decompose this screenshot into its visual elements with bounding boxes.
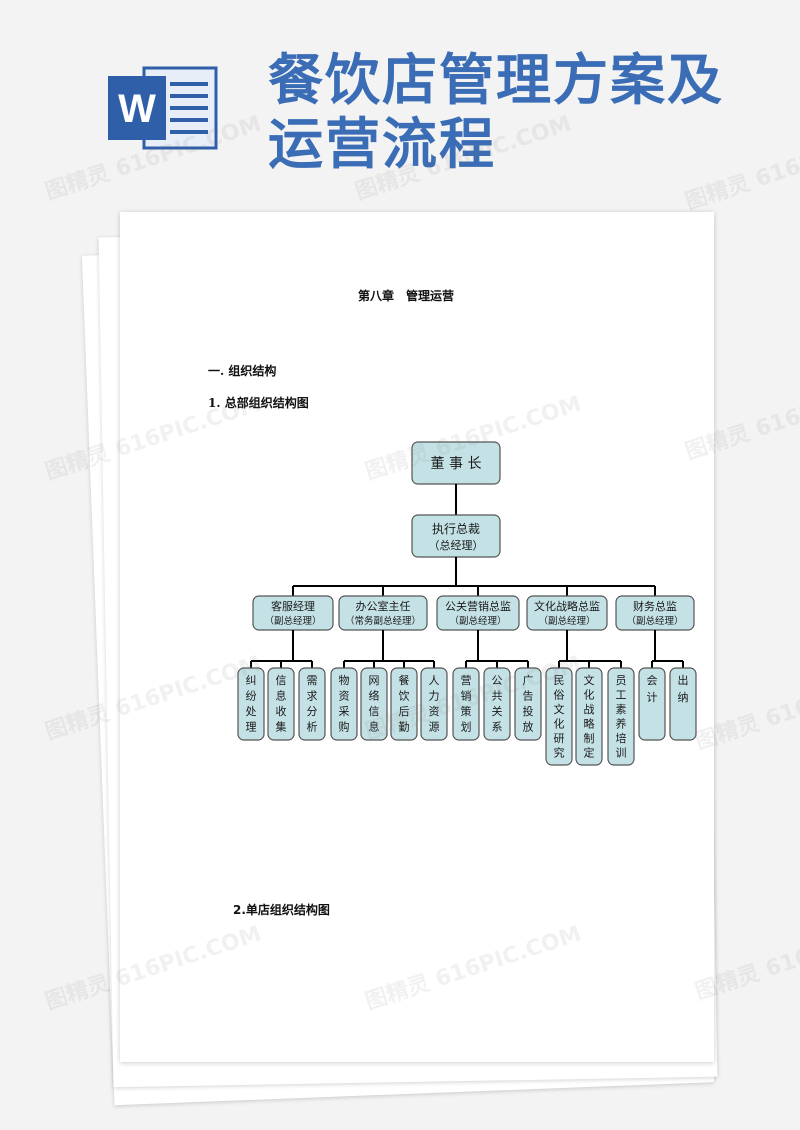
org-node-dept-subtitle: （副总经理） <box>626 615 683 627</box>
org-node-function <box>267 667 295 741</box>
org-node-function-label: 会计 <box>647 674 658 704</box>
org-node-function <box>237 667 265 741</box>
org-node-function-label: 营销策划 <box>461 673 472 734</box>
org-node-function-label: 民俗文化研究 <box>554 674 565 760</box>
org-node-ceo-title: 执行总裁 <box>432 522 480 536</box>
org-node-dept-title: 客服经理 <box>271 599 315 613</box>
org-node-function <box>390 667 418 741</box>
org-node-function-label: 物资采购 <box>339 673 350 734</box>
banner-title-line1: 餐饮店管理方案及 <box>268 48 725 112</box>
org-node-ceo-subtitle: （总经理） <box>429 538 484 552</box>
section-heading: 一. 组织结构 <box>208 364 277 378</box>
org-node-function <box>575 667 603 766</box>
org-node-dept-title: 文化战略总监 <box>534 599 600 613</box>
subsection-heading-2: 2.单店组织结构图 <box>233 903 330 917</box>
org-node-function <box>298 667 326 741</box>
org-node-function-label: 文化战略制定 <box>584 673 595 760</box>
org-node-dept-subtitle: （常务副总经理） <box>345 615 421 627</box>
org-node-function <box>514 667 542 741</box>
org-node-function-label: 公共关系 <box>492 674 503 734</box>
org-node-function <box>483 667 511 741</box>
org-node-function-label: 需求分析 <box>307 674 318 734</box>
org-node-dept-title: 财务总监 <box>633 599 677 613</box>
org-node-function <box>545 667 573 766</box>
org-node-dept-subtitle: （副总经理） <box>264 615 321 627</box>
org-node-function-label: 出纳 <box>678 673 689 704</box>
org-node-function <box>420 667 448 741</box>
org-node-function <box>669 667 697 741</box>
org-node-chairman-label: 董 事 长 <box>431 456 482 472</box>
org-node-function-label: 信息收集 <box>276 674 287 734</box>
org-node-function <box>330 667 358 741</box>
subsection-heading: 1. 总部组织结构图 <box>208 396 309 410</box>
org-node-dept-title: 公关营销总监 <box>445 599 511 613</box>
org-node-function <box>360 667 388 741</box>
org-node-function-label: 餐饮后勤 <box>399 673 410 734</box>
org-node-function <box>452 667 480 741</box>
banner-title-line2: 运营流程 <box>268 112 497 176</box>
chapter-heading: 第八章 管理运营 <box>358 289 455 303</box>
org-node-function-label: 广告投放 <box>523 674 534 734</box>
org-node-function <box>638 667 666 741</box>
word-doc-icon: W <box>108 66 218 150</box>
banner-title: 餐饮店管理方案及 运营流程 <box>268 48 788 176</box>
org-node-dept-subtitle: （副总经理） <box>449 615 506 627</box>
org-node-function-label: 人力资源 <box>429 674 440 734</box>
org-node-function-label: 纠纷处理 <box>246 674 257 734</box>
document-page <box>120 212 714 1062</box>
org-node-function-label: 员工素养培训 <box>616 674 627 760</box>
org-node-function-label: 网络信息 <box>369 674 380 734</box>
org-node-dept-subtitle: （副总经理） <box>538 615 595 627</box>
word-logo-letter: W <box>118 87 156 131</box>
org-node-dept-title: 办公室主任 <box>356 599 411 613</box>
org-node-function <box>607 667 635 766</box>
